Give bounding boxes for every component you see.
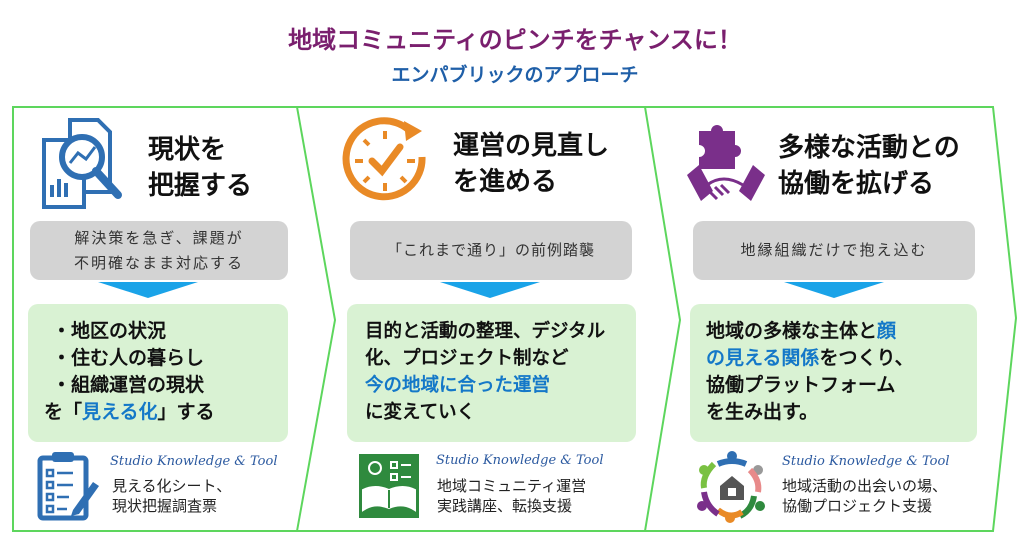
panel-1-problem: 解決策を急ぎ、課題が不明確なまま対応する bbox=[30, 221, 288, 280]
panel-frame-1 bbox=[12, 106, 337, 532]
studio-label: Studio Knowledge & Tool bbox=[782, 454, 950, 469]
clock-check-icon bbox=[342, 117, 426, 201]
people-circle-house-icon bbox=[697, 451, 765, 523]
panel-2-problem: 「これまで通り」の前例踏襲 bbox=[350, 221, 632, 280]
subtitle: エンパブリックのアプローチ bbox=[391, 64, 639, 86]
panel-frame-2 bbox=[297, 106, 682, 532]
panel-2-tools: 地域コミュニティ運営実践講座、転換支援 bbox=[437, 477, 587, 515]
main-title: 地域コミュニティのピンチをチャンスに！ bbox=[288, 26, 742, 54]
studio-label: Studio Knowledge & Tool bbox=[110, 454, 278, 469]
panel-2-solution: 目的と活動の整理、デジタル化、プロジェクト制など 今の地域に合った運営に変えてい… bbox=[347, 304, 636, 442]
panel-1-tools: 見える化シート、現状把握調査票 bbox=[112, 477, 232, 515]
panel-3-problem: 地縁組織だけで抱え込む bbox=[693, 221, 975, 280]
down-arrow-icon bbox=[98, 282, 198, 298]
down-arrow-icon bbox=[440, 282, 540, 298]
studio-label: Studio Knowledge & Tool bbox=[436, 453, 604, 468]
panel-3-title: 多様な活動との 協働を拡げる bbox=[778, 133, 960, 199]
puzzle-handshake-icon bbox=[687, 125, 765, 201]
panel-1-solution: ・地区の状況・住む人の暮らし・組織運営の現状 を「見える化」する bbox=[28, 304, 288, 442]
panel-frame-3 bbox=[645, 106, 1018, 532]
book-lightbulb-board-icon bbox=[359, 454, 419, 518]
down-arrow-icon bbox=[784, 282, 884, 298]
panel-1-title: 現状を 把握する bbox=[148, 135, 253, 201]
panel-3-tools: 地域活動の出会いの場、協働プロジェクト支援 bbox=[782, 477, 948, 515]
clipboard-checklist-icon bbox=[37, 452, 99, 521]
document-magnifier-chart-icon bbox=[42, 118, 122, 209]
panel-2-title: 運営の見直し を進める bbox=[453, 131, 610, 197]
panel-3-solution: 地域の多様な主体と顔 の見える関係をつくり、 協働プラットフォームを生み出す。 bbox=[690, 304, 977, 442]
